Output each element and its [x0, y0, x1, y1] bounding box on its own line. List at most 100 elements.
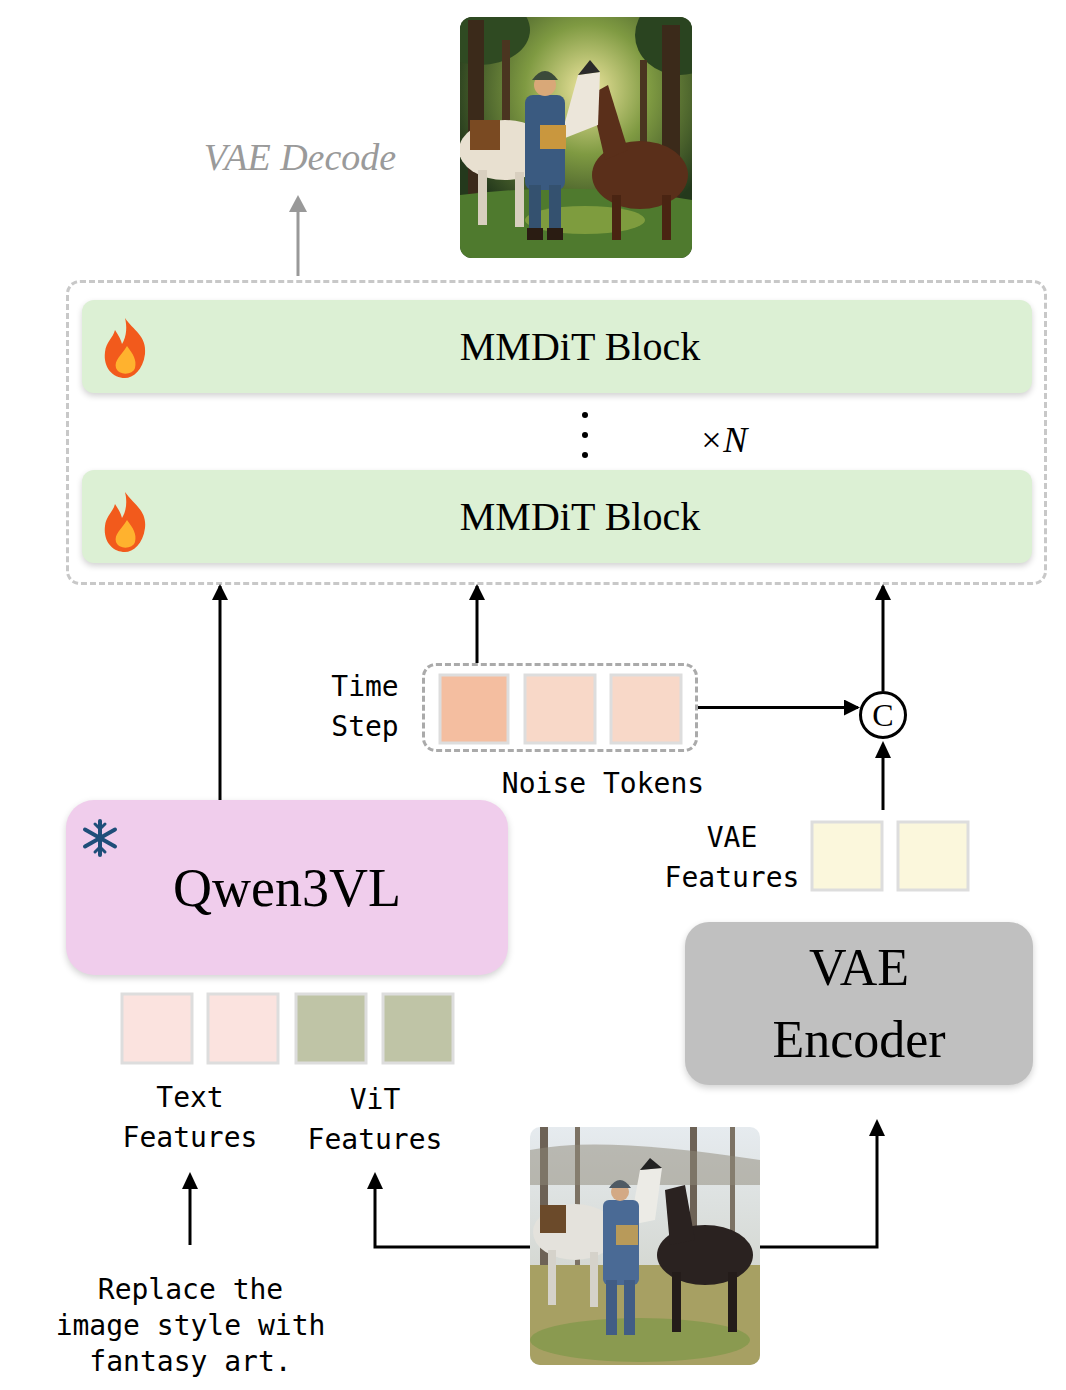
output-image: [592, 141, 688, 209]
output-image: [532, 71, 558, 80]
vae-feature-token: [812, 822, 882, 890]
input-image: [548, 1250, 556, 1305]
ellipsis-dots: [582, 412, 588, 418]
output-image: [460, 189, 692, 258]
feature-arrow: [882, 757, 885, 810]
feature-label: Text Features: [115, 1078, 265, 1158]
input-image: [690, 1127, 697, 1277]
output-image: [460, 120, 551, 180]
input-image: [665, 1185, 695, 1245]
input-image: [575, 1127, 580, 1267]
decode-arrow: [297, 210, 300, 276]
output-image: [590, 85, 628, 160]
encoder-label: Qwen3VL: [173, 858, 401, 918]
input-image: [540, 1127, 548, 1277]
output-image: [635, 17, 692, 75]
group-label: Noise Tokens: [502, 767, 704, 800]
output-image: [529, 185, 541, 233]
input-image: [630, 1168, 662, 1225]
output-image: [515, 172, 524, 227]
output-image: [460, 17, 692, 258]
arrow-head: [182, 1172, 198, 1189]
feature-token: [122, 994, 192, 1063]
feature-token: [296, 994, 366, 1063]
mmdit-block: MMDiT Block: [82, 300, 1032, 393]
feature-label: VAE Features: [657, 818, 807, 898]
output-image: [478, 170, 487, 225]
output-image: [549, 185, 561, 233]
input-image: [624, 1280, 635, 1335]
output-image: [612, 195, 621, 240]
noise-token: [525, 675, 595, 743]
output-image: [534, 74, 556, 96]
arrow-head: [869, 1119, 885, 1136]
arrow-head: [367, 1172, 383, 1189]
encoder-label: VAE Encoder: [729, 932, 989, 1076]
input-image: [530, 1318, 750, 1362]
input-image: [640, 1158, 662, 1170]
input-image: [530, 1265, 760, 1365]
input-image: [657, 1225, 753, 1285]
output-image: [460, 17, 692, 258]
output-image: [640, 60, 647, 180]
input-image: [606, 1280, 617, 1335]
input-image: [609, 1180, 631, 1188]
flow-arrow: [476, 586, 479, 663]
vlm-encoder-box: Qwen3VL: [66, 800, 508, 975]
output-image: [527, 228, 543, 240]
feature-token: [122, 994, 453, 1063]
prompt-text: Replace the image style with fantasy art…: [53, 1272, 328, 1380]
flow-arrow: [219, 586, 222, 800]
input-image: [728, 1272, 737, 1332]
block-label: MMDiT Block: [82, 470, 1032, 563]
ellipsis-dots: [582, 412, 588, 458]
output-image: [662, 25, 680, 210]
block-label: MMDiT Block: [82, 300, 1032, 393]
output-image: [460, 17, 530, 65]
output-image: [470, 120, 500, 150]
concat-circle: C: [859, 691, 907, 739]
concat-symbol: C: [862, 694, 904, 736]
encoder-label: Qwen3VL: [66, 856, 508, 920]
block-label: MMDiT Block: [460, 493, 700, 540]
input-image: [540, 1205, 566, 1233]
feature-label: ViT Features: [300, 1080, 450, 1160]
decode-arrow-head: [289, 195, 307, 212]
block-label: MMDiT Block: [460, 323, 700, 370]
input-image: [730, 1127, 735, 1267]
flow-arrow: [698, 706, 858, 709]
mmdit-block: MMDiT Block: [82, 470, 1032, 563]
vae-encoder-box: VAE Encoder: [685, 922, 1033, 1085]
output-image: [540, 125, 566, 149]
arrow-head: [875, 741, 891, 758]
ellipsis-dots: [582, 452, 588, 458]
output-image: [525, 95, 565, 190]
timestep-label: Time Step: [295, 667, 435, 747]
feature-token: [383, 994, 453, 1063]
concat-symbol: C: [872, 697, 893, 733]
vae-feature-token: [812, 822, 968, 890]
group-label: Noise Tokens: [425, 764, 781, 804]
repeat-count: ×N: [699, 417, 809, 463]
decode-label: VAE Decode: [185, 134, 415, 180]
input-image: [530, 1127, 760, 1365]
noise-token: [611, 675, 681, 743]
output-image: [468, 20, 484, 210]
input-image: [530, 1144, 760, 1185]
output-image: [502, 40, 510, 180]
output-image: [662, 195, 671, 240]
input-image: [616, 1225, 638, 1245]
encoder-label: VAE Encoder: [772, 939, 945, 1068]
output-image: [560, 72, 600, 140]
input-image: [672, 1272, 681, 1332]
noise-token: [440, 675, 681, 743]
noise-token: [440, 675, 508, 743]
repeat-count: ×N: [699, 420, 747, 460]
prompt-arrow: [189, 1188, 192, 1245]
feature-token: [208, 994, 278, 1063]
noise-token-group: Noise Tokens: [422, 663, 698, 752]
input-image: [611, 1183, 629, 1201]
flow-arrow: [882, 586, 885, 691]
